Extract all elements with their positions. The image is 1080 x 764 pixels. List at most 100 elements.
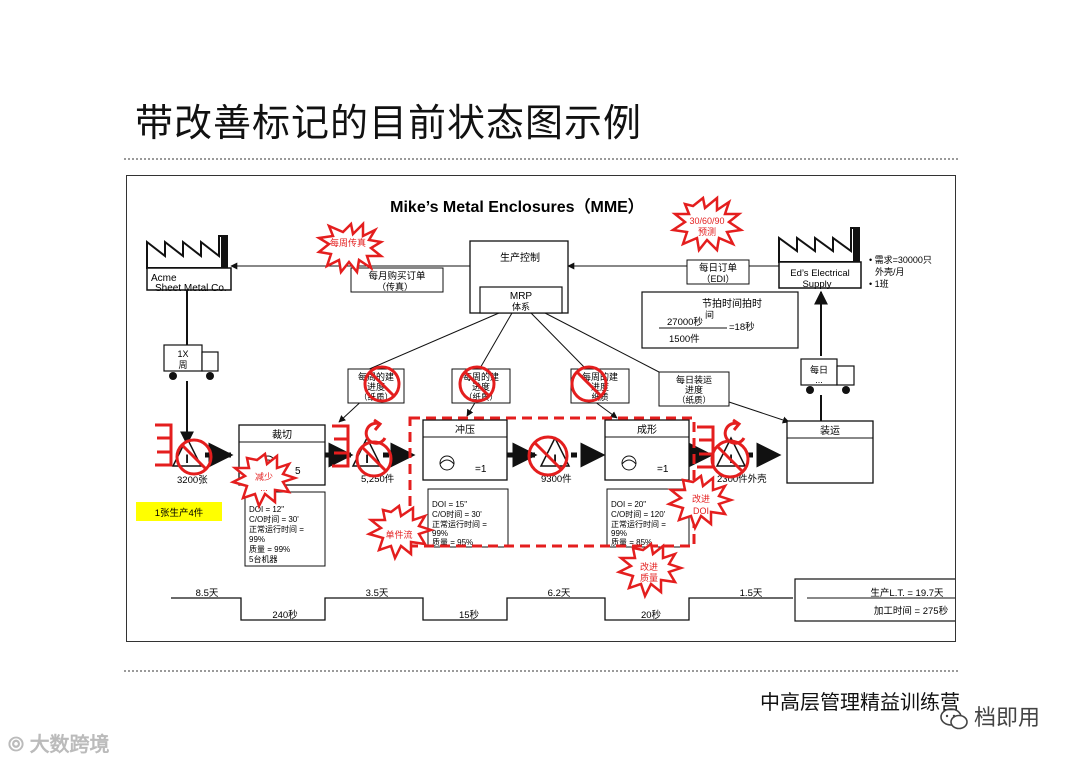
mrp-to-schedule-1 <box>366 312 500 371</box>
supplier-truck-icon <box>163 344 219 380</box>
footer-organization: 中高层管理精益训练营 <box>760 692 960 714</box>
kaizen-doi-line1: 改进 <box>692 493 710 504</box>
process-4-name: 装运 <box>820 424 840 437</box>
vsm-title: Mike’s Metal Enclosures（MME） <box>390 198 644 216</box>
timeline-days-1: 8.5天 <box>196 588 219 599</box>
schedule-2-line1: 每周的建 <box>463 371 499 382</box>
mrp-to-schedule-3 <box>530 312 588 371</box>
no-symbol-icon <box>527 435 569 477</box>
kaizen-fax-label: 每周传真 <box>330 237 366 248</box>
mrp-to-schedule-4 <box>544 312 660 373</box>
data-box-2-line: C/O时间 = 30' <box>432 509 482 519</box>
data-box-1-line: DOI = 12" <box>249 505 284 514</box>
takt-numerator: 27000秒 <box>667 316 703 328</box>
customer-truck-line1: 每日 <box>810 364 828 375</box>
process-box-2 <box>422 419 508 481</box>
timeline-days-4: 1.5天 <box>740 588 763 599</box>
no-symbol-icon <box>175 438 213 476</box>
no-symbol-icon <box>363 365 401 403</box>
process-3-name: 成形 <box>637 424 657 436</box>
customer-factory-icon <box>778 227 862 289</box>
kaizen-burst-icon <box>669 195 745 253</box>
schedule-box-4 <box>658 371 730 407</box>
schedule-3-line2: 进度 <box>591 381 609 392</box>
top-divider <box>124 158 958 160</box>
svg-text:I: I <box>185 452 188 466</box>
footer-watermark-left: ⦾ 大数跨境 <box>8 728 110 757</box>
svg-text:I: I <box>365 452 368 466</box>
supplier-order-line2: （传真） <box>377 281 413 292</box>
schedule-1-line2: 进度 <box>367 381 385 392</box>
kaizen-doi-line2: DOI <box>693 506 709 516</box>
mrp-box <box>479 286 563 314</box>
process-1-name: 裁切 <box>272 428 292 441</box>
highlight-note-text: 1张生产4件 <box>155 507 204 519</box>
process-1-count: 5 <box>295 466 301 477</box>
mrp-line2: 体系 <box>512 301 530 312</box>
supplier-order-line1: 每月购买订单 <box>368 270 426 282</box>
customer-note-2: 外壳/月 <box>875 266 905 277</box>
customer-truck-icon <box>800 358 855 394</box>
watermark-logo-icon: ⦾ <box>8 734 24 756</box>
operator-icon <box>621 455 637 471</box>
customer-name-line1: Ed’s Electrical <box>790 268 850 279</box>
value-stream-map: Mike’s Metal Enclosures（MME） Acme Sheet … <box>136 195 955 622</box>
kaizen-forecast-line1: 30/60/90 <box>689 216 724 226</box>
data-box-2-line: 正常运行时间 = <box>432 519 487 529</box>
takt-denominator: 1500件 <box>669 333 700 345</box>
lead-time-box <box>794 578 955 622</box>
data-box-3-line: 99% <box>611 529 627 538</box>
takt-result: =18秒 <box>729 321 755 333</box>
data-box-2-line: 99% <box>432 529 448 538</box>
customer-name-line2: Supply <box>802 279 831 290</box>
schedule-4-line3: （纸质） <box>677 395 711 405</box>
timeline-seconds-1: 240秒 <box>272 609 298 621</box>
data-box-2-line: 质量 = 95% <box>432 537 473 547</box>
data-box-1-line: C/O时间 = 30' <box>249 514 299 524</box>
page-title: 带改善标记的目前状态图示例 <box>135 103 643 145</box>
supplier-name-line2: Sheet Metal Co. <box>155 283 227 294</box>
highlight-note <box>136 502 222 521</box>
data-box-2 <box>427 488 509 548</box>
process-box-3 <box>604 419 690 481</box>
lead-time-label: 生产L.T. = 19.7天 <box>870 587 944 599</box>
pull-circle-icon <box>364 418 387 445</box>
customer-note-3: • 1班 <box>869 278 889 289</box>
schedule-3-line1: 每周的建 <box>582 371 618 382</box>
supermarket-icon <box>155 423 173 467</box>
vsm-frame: Mike’s Metal Enclosures（MME） Acme Sheet … <box>126 175 956 642</box>
pull-circle-icon <box>723 418 746 445</box>
data-box-3-line: 正常运行时间 = <box>611 519 666 529</box>
kaizen-burst-icon <box>665 473 735 532</box>
timeline-ladder <box>171 597 793 621</box>
data-box-1-line: 正常运行时间 = <box>249 524 304 534</box>
process-box-4 <box>786 420 874 484</box>
timeline-days-2: 3.5天 <box>366 588 389 599</box>
kaizen-burst-icon <box>365 503 435 562</box>
process-2-name: 冲压 <box>455 423 475 436</box>
data-box-1-line: 5台机器 <box>249 554 277 564</box>
data-box-1-line: 99% <box>249 535 265 544</box>
kaizen-burst-icon <box>315 220 385 275</box>
data-box-3-line: DOI = 20" <box>611 500 646 509</box>
footer-left-text: 大数跨境 <box>29 734 110 756</box>
supplier-truck-line2: 周 <box>178 360 187 370</box>
timeline-seconds-2: 15秒 <box>459 609 480 621</box>
process-time-label: 加工时间 = 275秒 <box>874 605 949 617</box>
schedule-4-line1: 每日装运 <box>676 374 712 385</box>
kaizen-burst-icon <box>615 541 685 600</box>
inventory-triangle-icon: I <box>539 436 571 467</box>
kaizen-quality-line1: 改进 <box>640 561 658 572</box>
operator-icon <box>439 455 455 471</box>
bottom-divider <box>124 670 958 672</box>
mrp-line1: MRP <box>510 291 533 302</box>
schedule-2-line3: （纸质） <box>464 392 498 402</box>
kaizen-reduce-line1: 减少 <box>255 471 273 482</box>
supermarket-icon <box>332 424 350 468</box>
customer-truck-line2: ... <box>815 375 823 385</box>
kaizen-single-flow-label: 单件流 <box>385 529 412 540</box>
process-2-count: =1 <box>475 464 487 475</box>
schedule-1-line3: （纸质） <box>359 392 393 402</box>
process-3-count: =1 <box>657 464 669 475</box>
production-control-label: 生产控制 <box>500 251 540 264</box>
